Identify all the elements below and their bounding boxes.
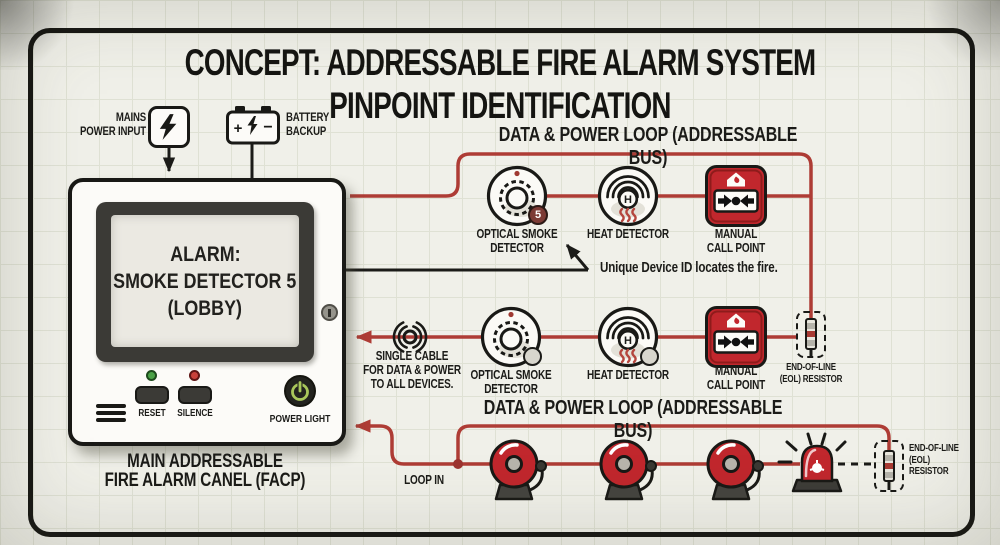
reset-label: RESET xyxy=(138,408,166,419)
call-point-2-label: MANUAL CALL POINT xyxy=(706,364,766,392)
panel-caption: MAIN ADDRESSABLE FIRE ALARM CANEL (FACP) xyxy=(104,451,306,491)
battery-backup-icon: + − xyxy=(226,106,280,146)
alarm-bell-1 xyxy=(487,437,547,503)
badge-pointer-line xyxy=(565,244,590,271)
eol-top-label: END-OF-LINE (EOL) RESISTOR xyxy=(779,362,843,385)
mains-power-icon xyxy=(148,106,190,148)
reset-led-green xyxy=(146,370,157,381)
eol-resistor-top xyxy=(796,311,826,358)
bottom-loop-return-wire xyxy=(456,424,891,464)
heat-detector-2: H xyxy=(596,305,660,369)
standby-indicator-icon xyxy=(321,304,338,321)
device-id-badge: 5 xyxy=(528,205,548,225)
strobe-beacon xyxy=(775,432,859,494)
silence-led-red xyxy=(189,370,200,381)
diagram-border-frame xyxy=(28,28,975,537)
battery-minus-sign: − xyxy=(263,119,272,136)
heat-symbol: H xyxy=(624,194,632,206)
heat-symbol: H xyxy=(624,335,632,347)
call-point-1-label: MANUAL CALL POINT xyxy=(706,227,766,255)
silence-label: SILENCE xyxy=(177,408,213,419)
bottom-loop-title: DATA & POWER LOOP (ADDRESSABLE BUS) xyxy=(483,397,783,443)
page-title: CONCEPT: ADDRESSABLE FIRE ALARM SYSTEM P… xyxy=(184,42,817,126)
alarm-device-text: SMOKE DETECTOR 5 xyxy=(113,269,297,293)
lightning-bolt-icon xyxy=(159,114,177,140)
call-point-icon xyxy=(705,165,767,227)
power-light xyxy=(284,375,316,407)
silence-button[interactable] xyxy=(178,386,212,404)
battery-bolt-icon xyxy=(247,116,258,135)
smoke-detector-1-label: OPTICAL SMOKE DETECTOR xyxy=(476,227,558,255)
power-light-label: POWER LIGHT xyxy=(269,413,331,425)
alarm-location-text: (LOBBY) xyxy=(167,296,243,320)
smoke-detector-icon xyxy=(480,306,542,368)
alarm-bell-2 xyxy=(597,437,657,503)
optical-smoke-detector-1: 5 xyxy=(485,164,549,228)
loop-in-label: LOOP IN xyxy=(404,473,444,487)
heat-detector-1-label: HEAT DETECTOR xyxy=(587,227,669,241)
heat-detector-icon: H xyxy=(597,165,659,227)
mains-power-label: MAINS POWER INPUT xyxy=(80,110,146,138)
single-cable-note: SINGLE CABLE FOR DATA & POWER TO ALL DEV… xyxy=(363,349,461,391)
alarm-bell-icon xyxy=(599,439,657,501)
device-badge-blank xyxy=(640,347,659,366)
call-point-icon xyxy=(705,306,767,368)
top-loop-title: DATA & POWER LOOP (ADDRESSABLE BUS) xyxy=(498,124,798,170)
menu-icon xyxy=(96,404,126,422)
heat-detector-1: H xyxy=(596,164,660,228)
optical-smoke-detector-2 xyxy=(479,305,543,369)
fire-alarm-control-panel: ALARM: SMOKE DETECTOR 5 (LOBBY) RESET SI… xyxy=(68,178,346,446)
alarm-bell-3 xyxy=(704,437,764,503)
device-badge-blank xyxy=(523,347,542,366)
bottom-loop-in-wire xyxy=(354,419,800,466)
single-cable-icon xyxy=(386,316,434,358)
resistor-body-icon xyxy=(805,318,817,350)
manual-call-point-1 xyxy=(705,165,767,227)
power-symbol-icon xyxy=(291,381,309,401)
strobe-beacon-icon xyxy=(777,432,847,493)
loop-junction-dot xyxy=(453,459,463,469)
smoke-detector-2-label: OPTICAL SMOKE DETECTOR xyxy=(470,368,552,396)
alarm-text: ALARM: xyxy=(169,242,241,266)
battery-backup-label: BATTERY BACKUP xyxy=(286,110,330,138)
alarm-bell-icon xyxy=(489,439,547,501)
resistor-body-icon xyxy=(883,450,895,482)
eol-resistor-bottom xyxy=(874,440,904,492)
panel-display-screen: ALARM: SMOKE DETECTOR 5 (LOBBY) xyxy=(111,215,299,347)
eol-bottom-label: END-OF-LINE (EOL) RESISTOR xyxy=(909,443,959,477)
alarm-bell-icon xyxy=(706,439,764,501)
top-loop-wire xyxy=(350,152,813,322)
press-here-symbol xyxy=(718,198,725,204)
heat-detector-2-label: HEAT DETECTOR xyxy=(587,368,669,382)
battery-plus-sign: + xyxy=(234,120,243,137)
unique-id-annotation: Unique Device ID locates the fire. xyxy=(600,260,778,276)
panel-display-frame: ALARM: SMOKE DETECTOR 5 (LOBBY) xyxy=(96,202,314,362)
manual-call-point-2 xyxy=(705,306,767,368)
reset-button[interactable] xyxy=(135,386,169,404)
